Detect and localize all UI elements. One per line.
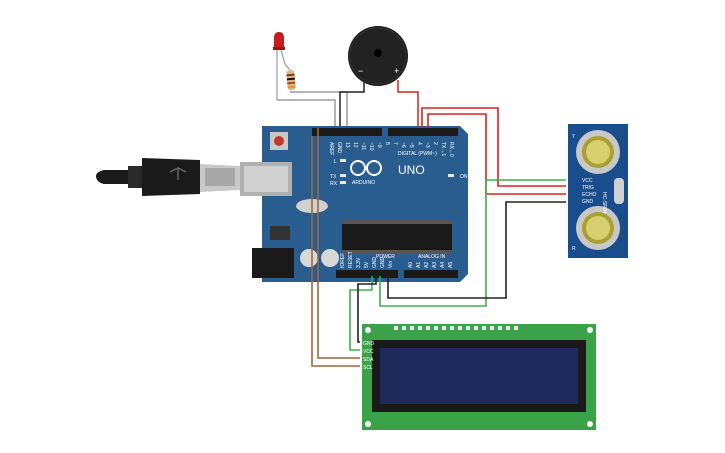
lcd-header-pin	[514, 326, 518, 330]
top-pin-label: ~10	[368, 142, 374, 151]
lcd-header-pin	[474, 326, 478, 330]
arduino-uno-board: ARDUINO UNO DIGITAL (PWM~) POWER ANALOG …	[240, 126, 468, 282]
analog-pin-label: A5	[448, 262, 454, 268]
power-pin-label: 3.3V	[356, 257, 362, 268]
analog-label: ANALOG IN	[418, 254, 446, 260]
sensor-t-label: T	[572, 134, 575, 140]
top-pin-label: 2	[432, 142, 438, 145]
analog-pin-label: A0	[408, 262, 414, 268]
hc-sr04-sensor: HC-SR04 T R VCC TRIG ECHO GND	[568, 124, 628, 258]
top-pin-label: ~11	[360, 142, 366, 150]
power-label: POWER	[376, 254, 395, 260]
lcd-header-pin	[418, 326, 422, 330]
lcd-pin-sda: SDA	[363, 357, 374, 363]
sensor-r-label: R	[572, 246, 576, 252]
wires	[311, 107, 566, 367]
sensor-pin-gnd: GND	[582, 199, 594, 205]
led-label-l: L	[334, 159, 337, 165]
sensor-pin-trig: TRIG	[582, 185, 594, 191]
power-pin-label: GND	[380, 257, 386, 269]
top-pin-label: ~3	[424, 142, 430, 148]
top-pin-label: AREF	[328, 142, 334, 155]
analog-pin-label: A1	[416, 262, 422, 268]
lcd-header-pin	[482, 326, 486, 330]
power-pin-label: 5V	[364, 261, 370, 268]
power-pin-label: GND	[372, 257, 378, 269]
top-pin-label: TX→1	[440, 142, 446, 156]
sensor-model: HC-SR04	[601, 192, 607, 214]
analog-pin-label: A3	[432, 262, 438, 268]
led-label-rx: RX	[330, 181, 338, 187]
analog-pin-label: A4	[440, 262, 446, 268]
power-pin-label: Vin	[388, 261, 394, 268]
lcd-header-pin	[426, 326, 430, 330]
lcd-pin-scl: SCL	[363, 365, 373, 371]
arduino-model: UNO	[398, 163, 425, 177]
arduino-brand: ARDUINO	[352, 180, 375, 186]
top-pin-label: RX←0	[448, 142, 454, 157]
led-label-tx: TX	[330, 174, 337, 180]
lcd-header-pin	[410, 326, 414, 330]
top-pin-label: 7	[392, 142, 398, 145]
power-pin-label: RESET	[348, 251, 354, 268]
lcd-header-pin	[434, 326, 438, 330]
lcd-header-pin	[490, 326, 494, 330]
top-pin-label: GND	[336, 142, 342, 154]
sensor-pin-echo: ECHO	[582, 192, 597, 198]
red-led	[273, 32, 286, 100]
lcd-header-pin	[506, 326, 510, 330]
lcd-pin-vcc: VCC	[363, 349, 374, 355]
wires-top	[277, 80, 419, 128]
analog-pin-label: A2	[424, 262, 430, 268]
lcd-header-pin	[394, 326, 398, 330]
piezo-buzzer: − +	[348, 26, 408, 86]
sensor-pin-vcc: VCC	[582, 178, 593, 184]
lcd-header-pin	[442, 326, 446, 330]
lcd-header-pin	[466, 326, 470, 330]
digital-label: DIGITAL (PWM~)	[398, 151, 437, 157]
lcd-header-pin	[458, 326, 462, 330]
buzzer-minus-label: −	[358, 66, 363, 76]
resistor	[284, 63, 296, 91]
usb-cable	[96, 158, 240, 196]
top-pin-label: 12	[352, 142, 358, 148]
top-pin-label: ~9	[376, 142, 382, 148]
buzzer-plus-label: +	[394, 66, 399, 76]
on-label: ON	[460, 174, 468, 180]
lcd-header-pin	[402, 326, 406, 330]
lcd-pin-gnd: GND	[363, 341, 375, 347]
top-pin-label: 8	[384, 142, 390, 145]
lcd-header-pin	[450, 326, 454, 330]
lcd-i2c-display: GND VCC SDA SCL	[362, 324, 596, 430]
power-pin-label: IOREF	[340, 253, 346, 268]
lcd-header-pin	[498, 326, 502, 330]
top-pin-label: ~5	[408, 142, 414, 148]
top-pin-label: ~6	[400, 142, 406, 148]
top-pin-label: 13	[344, 142, 350, 148]
top-pin-label: 4	[416, 142, 422, 145]
